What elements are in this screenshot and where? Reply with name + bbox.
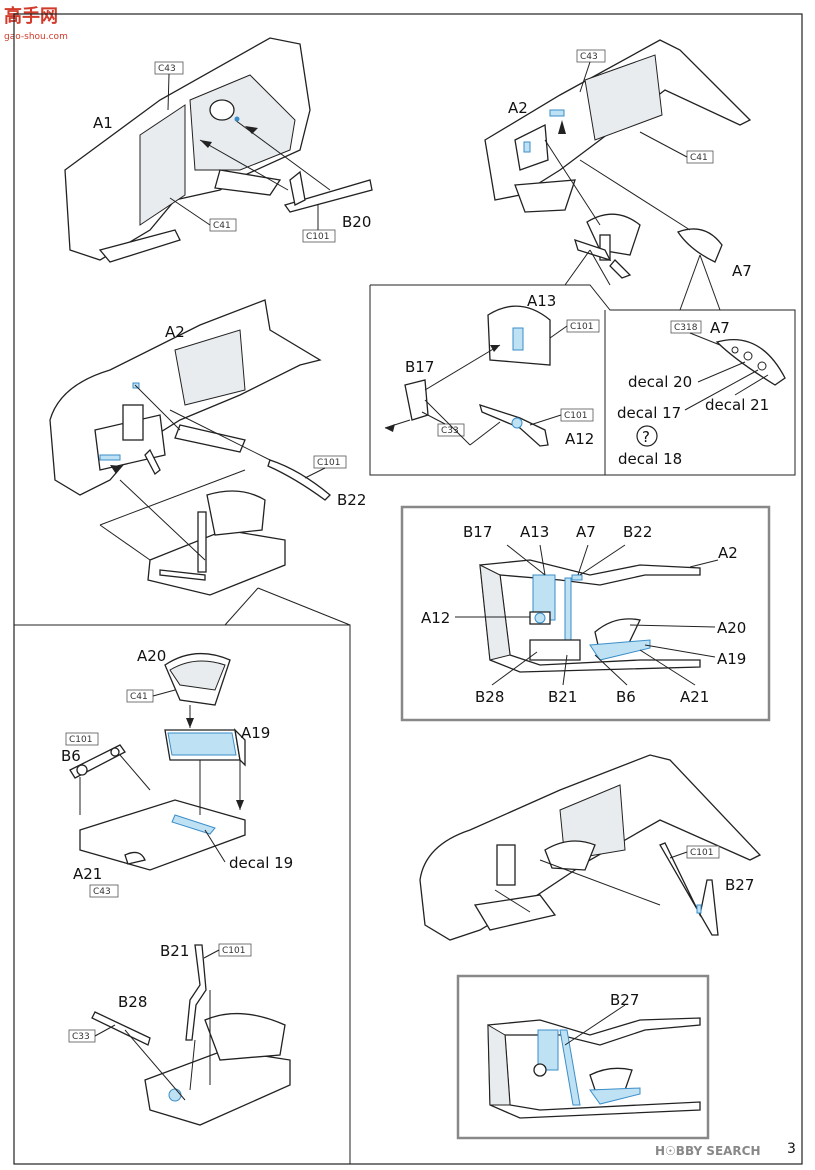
question-circle <box>636 425 658 447</box>
tag-c33-text: C33 <box>441 426 459 436</box>
lower-left-panel <box>14 587 351 1164</box>
detail-box-2 <box>456 974 710 1140</box>
tag-c41-a20: C41 <box>126 689 154 703</box>
tag-c101-text-7: C101 <box>690 848 713 858</box>
tag-c43-text-2: C43 <box>580 52 598 62</box>
label-b17: B17 <box>405 358 434 376</box>
tag-c101-b6: C101 <box>65 732 99 746</box>
label-b21: B21 <box>160 942 189 960</box>
detail1-label-a2: A2 <box>718 544 738 562</box>
lower-floor-assembly <box>91 944 291 1126</box>
detail1-label-b21: B21 <box>548 688 577 706</box>
site-url: gao-shou.com <box>4 32 68 42</box>
site-logo-text: 高手网 <box>4 6 58 27</box>
label-b27: B27 <box>725 876 754 894</box>
tag-c101-b27: C101 <box>686 845 720 859</box>
label-a13: A13 <box>527 292 556 310</box>
site-logo: 高手网 gao-shou.com <box>4 2 68 47</box>
detail1-label-a13: A13 <box>520 523 549 541</box>
label-question: ? <box>642 428 650 446</box>
footer-watermark: H☉BBY SEARCH <box>655 1144 761 1158</box>
label-decal20: decal 20 <box>628 373 692 391</box>
step4-assembly <box>419 754 762 941</box>
detail1-label-b28: B28 <box>475 688 504 706</box>
label-a2-step3: A2 <box>165 323 185 341</box>
detail1-label-a12: A12 <box>421 609 450 627</box>
label-a20: A20 <box>137 647 166 665</box>
part-a7-detail <box>715 338 786 386</box>
tag-c101-b21: C101 <box>218 943 252 957</box>
step1-assembly <box>64 37 373 263</box>
tag-c33-b28: C33 <box>68 1029 96 1043</box>
label-decal21: decal 21 <box>705 396 769 414</box>
tag-c43-text: C43 <box>158 64 176 74</box>
tag-c41-text-3: C41 <box>130 692 148 702</box>
label-b20: B20 <box>342 213 371 231</box>
detail1-label-a20: A20 <box>717 619 746 637</box>
label-b28: B28 <box>118 993 147 1011</box>
detail1-label-b22: B22 <box>623 523 652 541</box>
tag-c41-step2: C41 <box>686 150 714 164</box>
part-a19 <box>164 728 246 767</box>
detail1-label-a19: A19 <box>717 650 746 668</box>
part-b6 <box>69 744 126 779</box>
label-a7-detail: A7 <box>710 319 730 337</box>
detail1-label-a21: A21 <box>680 688 709 706</box>
tag-c101-text-3: C101 <box>564 411 587 421</box>
part-a21 <box>79 799 246 871</box>
part-a12 <box>479 404 549 447</box>
label-decal17: decal 17 <box>617 404 681 422</box>
tag-c101-b22: C101 <box>313 455 347 469</box>
tag-c41-text: C41 <box>213 221 231 231</box>
label-decal18: decal 18 <box>618 450 682 468</box>
tag-c101-step1: C101 <box>302 229 336 243</box>
tag-c318-text: C318 <box>674 323 698 333</box>
detail-box-1 <box>400 505 771 722</box>
label-a2-step2: A2 <box>508 99 528 117</box>
tag-c33-text-2: C33 <box>72 1032 90 1042</box>
tag-c318: C318 <box>670 320 702 334</box>
page-number: 3 <box>787 1141 796 1157</box>
label-decal19: decal 19 <box>229 854 293 872</box>
detail1-label-b6: B6 <box>616 688 636 706</box>
tag-c101-text-6: C101 <box>222 946 245 956</box>
step3-assembly <box>49 299 331 596</box>
tag-c101-text: C101 <box>306 232 329 242</box>
part-b17 <box>404 379 429 421</box>
tag-c41-step1: C41 <box>209 218 237 232</box>
tag-c43-step1: C43 <box>154 61 184 75</box>
tag-c43-step2: C43 <box>576 49 606 63</box>
detail1-label-b17: B17 <box>463 523 492 541</box>
step2-assembly <box>484 39 752 279</box>
page-frame <box>13 13 803 1165</box>
tag-c101-text-5: C101 <box>69 735 92 745</box>
label-b6: B6 <box>61 747 81 765</box>
label-a7-step2: A7 <box>732 262 752 280</box>
tag-c101-a12: C101 <box>560 408 594 422</box>
tag-c41-text-2: C41 <box>690 153 708 163</box>
label-a21: A21 <box>73 865 102 883</box>
tag-c101-a13: C101 <box>566 319 600 333</box>
tag-c43-text-3: C43 <box>93 887 111 897</box>
detail1-label-a7: A7 <box>576 523 596 541</box>
part-a20 <box>164 652 231 706</box>
label-a12: A12 <box>565 430 594 448</box>
detail2-label-b27: B27 <box>610 991 639 1009</box>
label-a1: A1 <box>93 114 113 132</box>
tag-c43-a21: C43 <box>89 884 119 898</box>
label-a19: A19 <box>241 724 270 742</box>
part-a13 <box>487 305 551 366</box>
tag-c101-text-4: C101 <box>317 458 340 468</box>
tag-c101-text-2: C101 <box>570 322 593 332</box>
subassembly-frame <box>369 249 796 476</box>
label-b22: B22 <box>337 491 366 509</box>
